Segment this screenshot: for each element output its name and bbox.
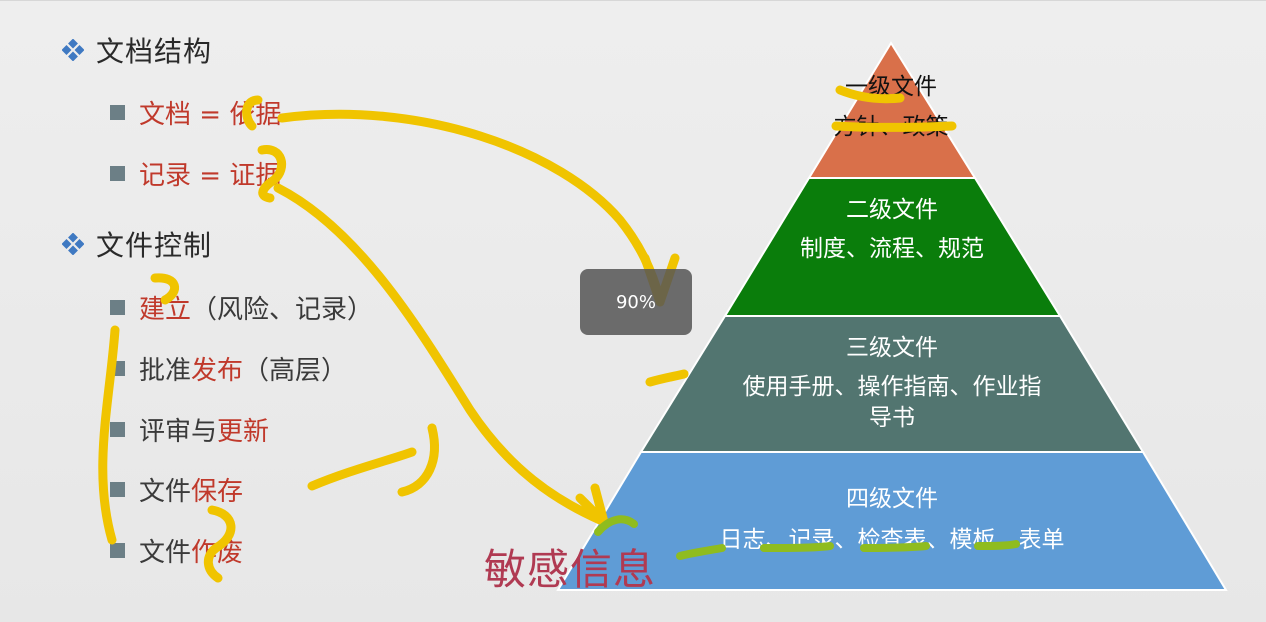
bullet-text: 批准: [139, 355, 192, 386]
tier-2-label: 二级文件 制度、流程、规范: [792, 195, 992, 265]
bullet-text: 文件: [139, 476, 192, 507]
tier-4-desc: 日志、记录、检查表、模板、表单: [719, 527, 1065, 553]
section-title-text: 文件控制: [96, 229, 213, 262]
bullet-text-highlight: 更新: [217, 416, 270, 447]
tier-4-title: 四级文件: [846, 486, 938, 512]
tier-3-label: 三级文件 使用手册、操作指南、作业指导书: [742, 333, 1042, 434]
diamond-bullet-icon: [62, 39, 84, 61]
tier-4-label: 四级文件 日志、记录、检查表、模板、表单: [682, 484, 1102, 556]
bullet-text: 评审与: [139, 416, 218, 447]
bullet-item-review-update: 评审与 更新: [110, 412, 270, 447]
tier-3-title: 三级文件: [846, 335, 938, 361]
zoom-level-badge: 90%: [580, 269, 692, 335]
section-title-doc-structure: 文档结构: [62, 32, 212, 68]
section-title-text: 文档结构: [96, 35, 213, 68]
section-title-file-control: 文件控制: [62, 226, 212, 262]
tier-2-title: 二级文件: [846, 197, 938, 223]
top-border: [0, 0, 1266, 1]
bullet-text-highlight: 发布: [191, 355, 244, 386]
square-bullet-icon: [110, 104, 125, 120]
tier-2-desc: 制度、流程、规范: [800, 236, 984, 262]
tier-1-title: 一级文件: [845, 74, 937, 100]
tier-1-label: 一级文件 方针、政策: [791, 72, 991, 143]
square-bullet-icon: [110, 542, 125, 558]
handwritten-note-sensitive-info: 敏感信息: [484, 545, 657, 594]
tier-3-desc: 使用手册、操作指南、作业指导书: [742, 374, 1042, 431]
diamond-bullet-icon: [62, 233, 84, 255]
square-bullet-icon: [110, 165, 125, 181]
bullet-text: 文件: [139, 537, 192, 568]
bullet-item-file-save: 文件 保存: [110, 472, 244, 507]
tier-1-desc: 方针、政策: [833, 114, 949, 140]
bullet-text-highlight: 保存: [191, 476, 244, 507]
square-bullet-icon: [110, 299, 125, 315]
